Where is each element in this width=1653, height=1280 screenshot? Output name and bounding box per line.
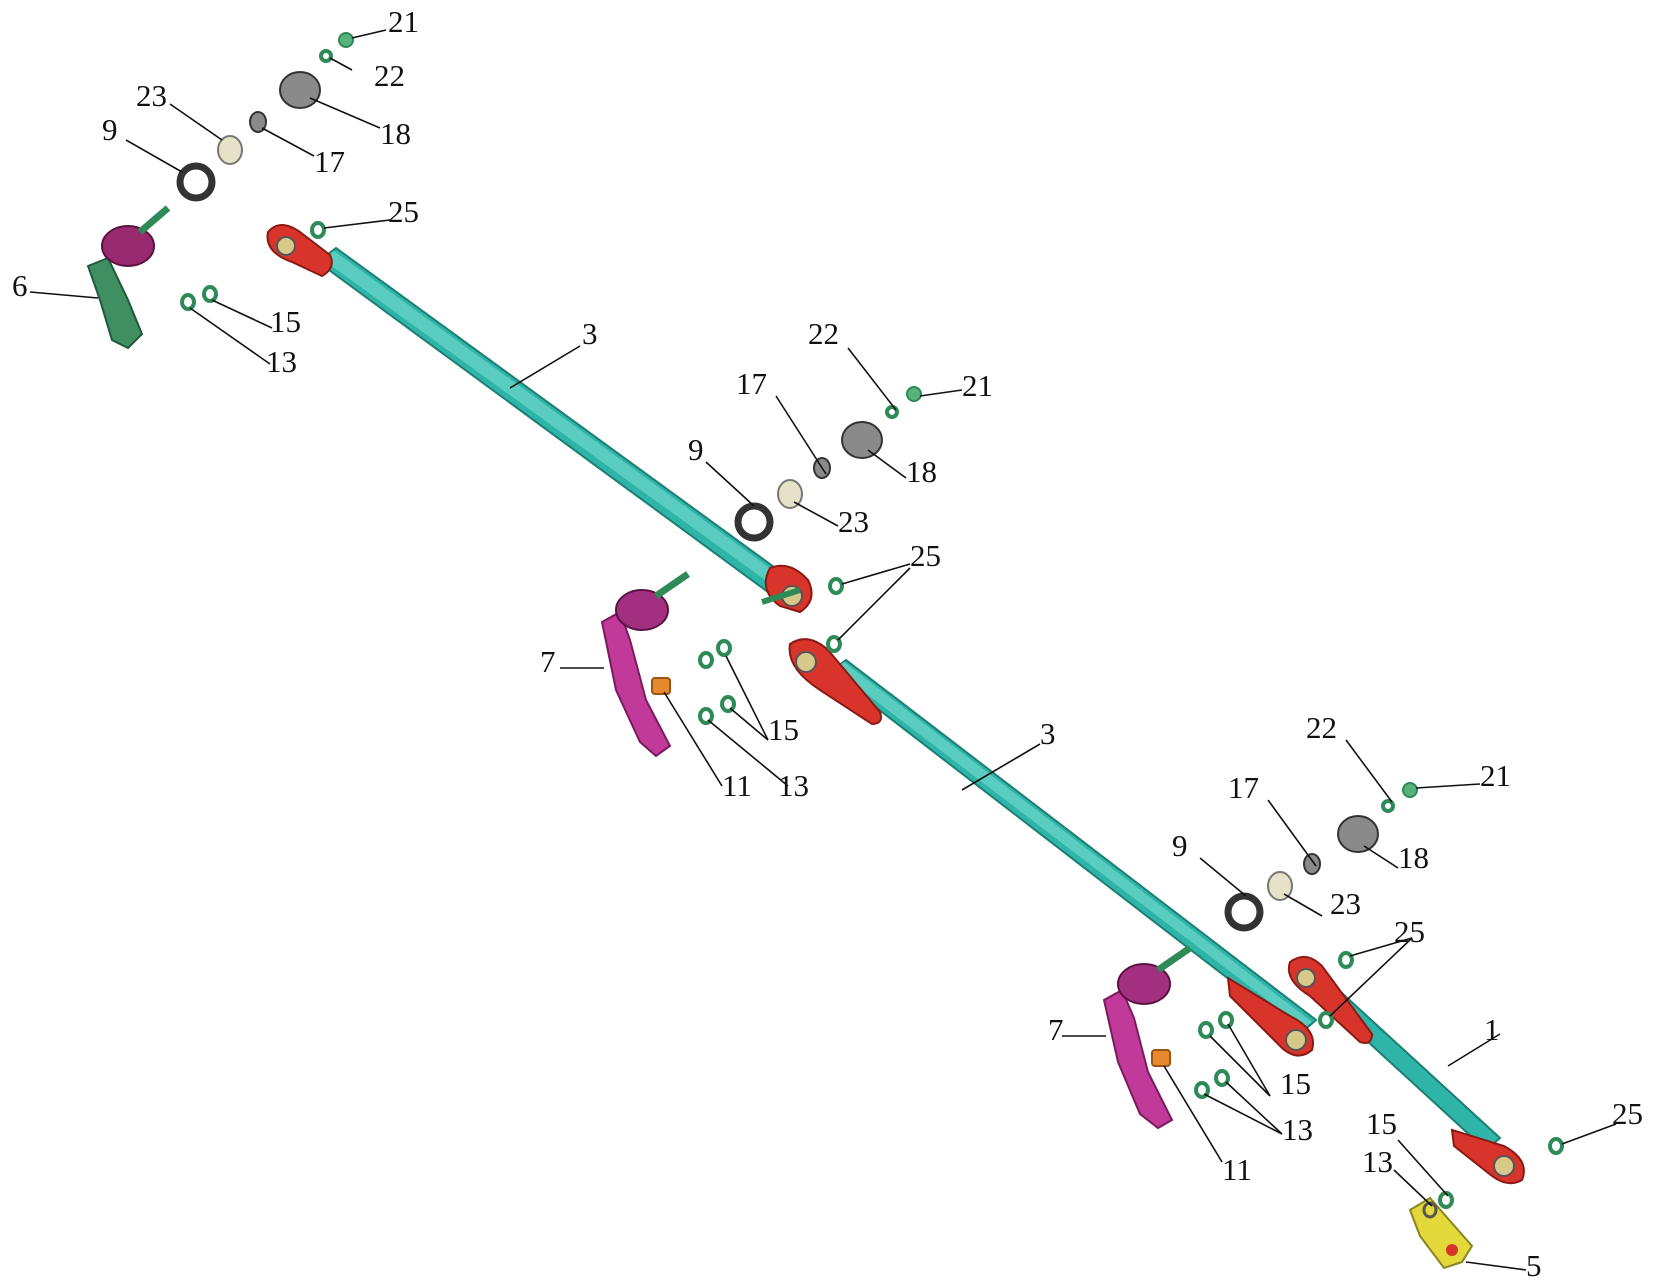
tie-rod-upper (266, 224, 813, 614)
callout-13: 13 (1282, 1112, 1313, 1147)
callout-23: 23 (136, 78, 167, 113)
callout-18: 18 (380, 116, 411, 151)
callout-15: 15 (1280, 1066, 1311, 1101)
callout-25: 25 (910, 538, 941, 573)
callout-18: 18 (1398, 840, 1429, 875)
leader-lines (29, 29, 1617, 1271)
mounting-plate-5 (1408, 1196, 1474, 1270)
callout-21: 21 (962, 368, 993, 403)
callout-22: 22 (808, 316, 839, 351)
tie-rod-middle (788, 638, 1318, 1057)
callout-6: 6 (12, 268, 28, 303)
callout-22: 22 (1306, 710, 1337, 745)
callout-5: 5 (1526, 1248, 1542, 1280)
callout-13: 13 (266, 344, 297, 379)
callout-3: 3 (1040, 716, 1056, 751)
tie-rod-short (1288, 955, 1525, 1185)
steering-lever-6 (86, 205, 171, 350)
callout-17: 17 (314, 144, 345, 179)
callout-23: 23 (838, 504, 869, 539)
steering-lever-7-lower (1102, 945, 1192, 1130)
callout-9: 9 (688, 432, 704, 467)
callout-1: 1 (1484, 1012, 1500, 1047)
callout-21: 21 (388, 4, 419, 39)
callout-25: 25 (1612, 1096, 1643, 1131)
callout-15: 15 (1366, 1106, 1397, 1141)
callout-23: 23 (1330, 886, 1361, 921)
callout-15: 15 (270, 304, 301, 339)
hardware-group-lower (1151, 782, 1564, 1219)
callout-13: 13 (1362, 1144, 1393, 1179)
callout-17: 17 (736, 366, 767, 401)
hardware-group-middle (651, 386, 922, 725)
callout-17: 17 (1228, 770, 1259, 805)
callout-11: 11 (722, 768, 752, 803)
callout-7: 7 (1048, 1012, 1064, 1047)
callout-18: 18 (906, 454, 937, 489)
callout-3: 3 (582, 316, 598, 351)
callout-22: 22 (374, 58, 405, 93)
callout-25: 25 (388, 194, 419, 229)
callout-13: 13 (778, 768, 809, 803)
hardware-group-top (176, 32, 354, 311)
callout-21: 21 (1480, 758, 1511, 793)
callout-7: 7 (540, 644, 556, 679)
callout-labels: 21 22 23 18 9 17 25 6 15 13 3 22 21 17 9… (12, 4, 1643, 1280)
callout-11: 11 (1222, 1152, 1252, 1187)
callout-25: 25 (1394, 914, 1425, 949)
callout-9: 9 (102, 112, 118, 147)
callout-15: 15 (768, 712, 799, 747)
callout-9: 9 (1172, 828, 1188, 863)
steering-lever-7-upper (600, 571, 690, 758)
